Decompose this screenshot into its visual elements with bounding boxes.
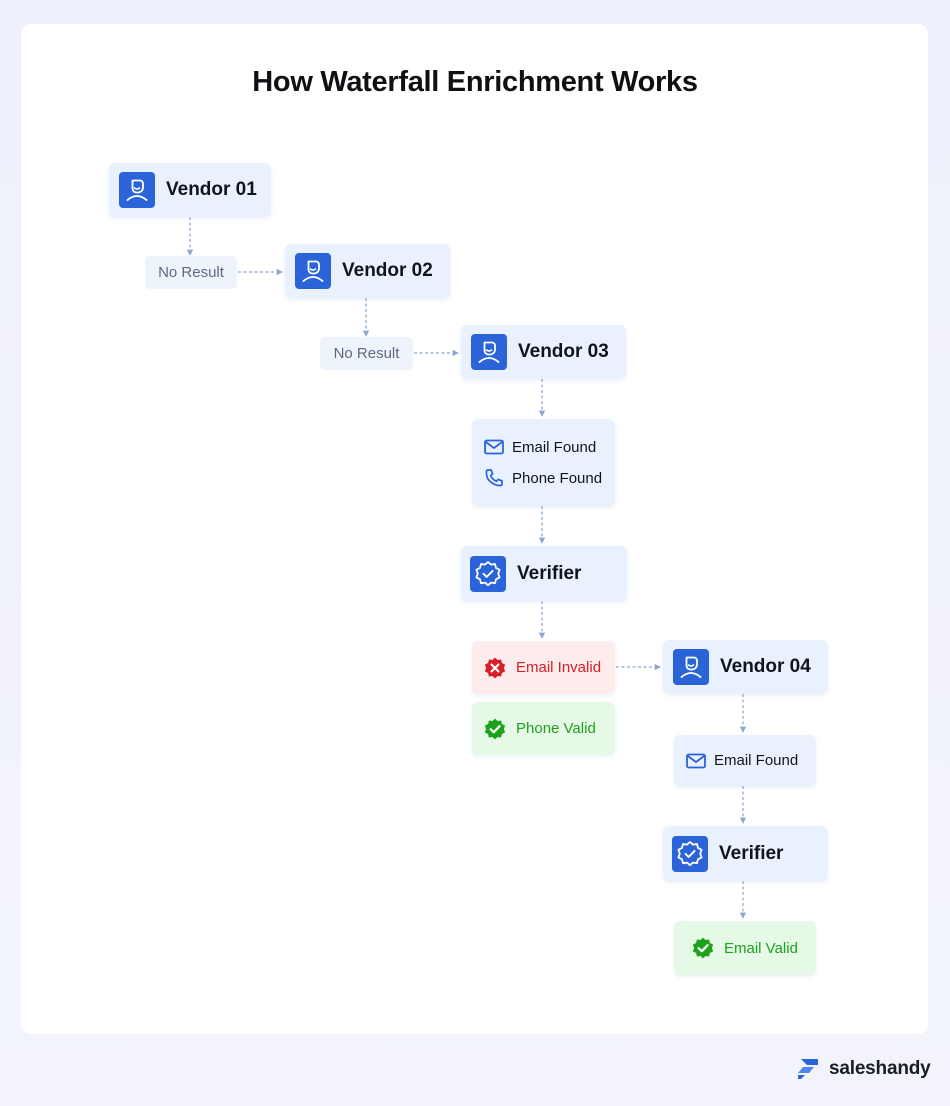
email-invalid-node: Email Invalid bbox=[472, 641, 615, 694]
vendor-icon bbox=[295, 253, 331, 289]
vendor-03-node: Vendor 03 bbox=[461, 325, 626, 379]
email-valid-node: Email Valid bbox=[674, 921, 816, 975]
vendor-04-node: Vendor 04 bbox=[663, 640, 828, 694]
no-result-2: No Result bbox=[320, 337, 413, 370]
email-found-label-2: Email Found bbox=[714, 752, 799, 769]
vendor-04-label: Vendor 04 bbox=[720, 656, 811, 677]
no-result-1: No Result bbox=[145, 256, 237, 289]
diagram-title: How Waterfall Enrichment Works bbox=[252, 66, 698, 98]
vendor-01-node: Vendor 01 bbox=[109, 163, 271, 217]
phone-valid-node: Phone Valid bbox=[472, 702, 615, 755]
vendor-02-label: Vendor 02 bbox=[342, 260, 433, 281]
email-valid-label: Email Valid bbox=[724, 939, 798, 957]
mail-icon bbox=[483, 436, 505, 458]
check-badge-icon bbox=[482, 716, 508, 742]
x-badge-icon bbox=[482, 655, 508, 681]
verified-badge-icon bbox=[470, 555, 506, 592]
found-node-2: Email Found bbox=[674, 735, 816, 786]
found-node-1: Email Found Phone Found bbox=[472, 419, 615, 506]
vendor-03-label: Vendor 03 bbox=[518, 341, 609, 362]
phone-valid-label: Phone Valid bbox=[516, 720, 596, 737]
verifier-2-label: Verifier bbox=[719, 842, 784, 864]
email-found-row: Email Found bbox=[472, 432, 615, 463]
phone-found-row: Phone Found bbox=[472, 463, 615, 494]
verifier-2-node: Verifier bbox=[663, 826, 828, 881]
phone-icon bbox=[483, 467, 505, 489]
brand-name: saleshandy bbox=[829, 1057, 931, 1079]
vendor-icon bbox=[673, 649, 709, 685]
saleshandy-logo-icon bbox=[798, 1059, 818, 1079]
vendor-01-label: Vendor 01 bbox=[166, 179, 257, 200]
check-badge-icon bbox=[690, 935, 716, 961]
vendor-icon bbox=[471, 334, 507, 370]
phone-found-label: Phone Found bbox=[512, 469, 603, 487]
email-invalid-label: Email Invalid bbox=[516, 659, 602, 676]
email-found-row-2: Email Found bbox=[674, 745, 798, 776]
vendor-02-node: Vendor 02 bbox=[285, 244, 450, 298]
mail-icon bbox=[685, 750, 707, 772]
brand-footer: saleshandy bbox=[796, 1056, 931, 1081]
vendor-icon bbox=[119, 172, 155, 208]
verifier-1-label: Verifier bbox=[517, 562, 582, 584]
verified-badge-icon bbox=[672, 835, 708, 872]
email-found-label: Email Found bbox=[512, 438, 597, 456]
verifier-1-node: Verifier bbox=[461, 546, 627, 601]
